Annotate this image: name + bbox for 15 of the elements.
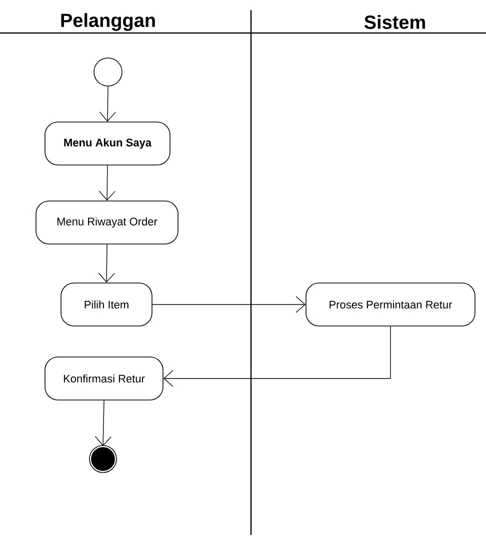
lane-heading: Pelanggan <box>61 13 155 31</box>
arrow <box>152 296 306 313</box>
lane-heading: Sistem <box>364 15 425 29</box>
action-box: Menu Riwayat Order <box>36 200 178 244</box>
arrow <box>98 244 115 283</box>
action-box: Proses Permintaan Retur <box>306 282 476 326</box>
arrow <box>163 326 391 387</box>
arrow <box>99 86 116 122</box>
action-box: Menu Akun Saya <box>44 122 170 166</box>
action-box: Pilih Item <box>60 282 152 326</box>
arrow <box>98 165 116 201</box>
start-circle <box>94 58 122 86</box>
arrow <box>94 400 112 446</box>
action-box: Konfirmasi Retur <box>44 356 164 400</box>
end-circle <box>89 445 117 473</box>
